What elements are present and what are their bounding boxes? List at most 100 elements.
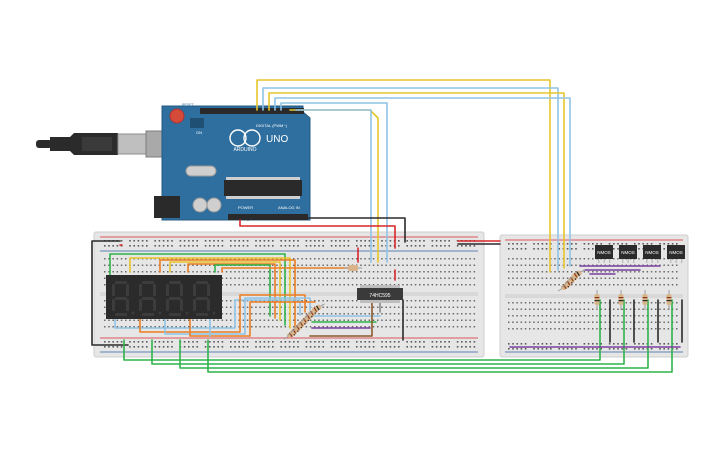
resistor[interactable] [344, 265, 362, 271]
nmos-transistor[interactable]: NMOS [643, 245, 661, 263]
breadboard-hole [465, 245, 467, 247]
breadboard-hole [297, 277, 299, 279]
wire-yellow[interactable] [268, 92, 565, 269]
breadboard-hole [473, 319, 476, 321]
display-digit [193, 281, 216, 316]
wire-brown[interactable] [309, 299, 373, 337]
breadboard-hole [579, 302, 581, 304]
reset-button[interactable] [169, 108, 185, 124]
wire-green[interactable] [151, 299, 625, 365]
wire-green[interactable] [179, 299, 649, 369]
breadboard-hole [545, 243, 548, 245]
breadboard-hole [659, 277, 661, 279]
nmos-transistor[interactable]: NMOS [667, 245, 685, 263]
breadboard-hole [604, 302, 607, 304]
breadboard-hole [435, 240, 438, 242]
nmos-transistor[interactable]: NMOS [595, 245, 613, 263]
wire-blue[interactable] [262, 87, 559, 271]
breadboard-hole [583, 271, 586, 273]
resistor[interactable] [666, 290, 672, 310]
breadboard-hole [230, 326, 232, 328]
breadboard-hole [423, 277, 425, 279]
nmos-transistor[interactable]: NMOS [619, 245, 637, 263]
shift-register[interactable]: 74HC595 [357, 285, 403, 303]
breadboard-hole [537, 348, 539, 350]
breadboard-hole [621, 271, 623, 273]
chip-pins [360, 285, 400, 303]
breadboard-hole [448, 300, 450, 302]
wire-black[interactable] [91, 240, 129, 346]
resistor[interactable] [568, 269, 586, 281]
breadboard-hole [314, 277, 316, 279]
breadboard-hole [356, 319, 358, 321]
breadboard-hole [642, 243, 644, 245]
breadboard-hole [272, 313, 274, 315]
breadboard-hole [246, 319, 249, 321]
breadboard-hole [667, 284, 670, 286]
breadboard-hole [663, 243, 665, 245]
breadboard-hole [435, 300, 438, 302]
wire-blue[interactable] [280, 102, 388, 263]
breadboard-hole [562, 302, 565, 304]
breadboard-hole [377, 264, 379, 266]
breadboard-hole [221, 313, 224, 315]
breadboard-hole [508, 328, 510, 330]
breadboard-hole [625, 302, 628, 304]
wire-yellow[interactable] [256, 79, 551, 273]
breadboard-hole [659, 243, 661, 245]
wire-blue[interactable] [164, 297, 311, 335]
resistor[interactable] [308, 303, 325, 315]
breadboard-hole [625, 284, 628, 286]
breadboard-hole [516, 271, 518, 273]
display-decimal-point [131, 311, 135, 315]
breadboard-hole [533, 302, 535, 304]
wire-orange[interactable] [189, 301, 316, 337]
breadboard-hole [335, 258, 337, 260]
breadboard-hole [158, 240, 161, 242]
breadboard-hole [305, 341, 308, 343]
wire-blue[interactable] [274, 97, 571, 267]
breadboard-hole [339, 319, 341, 321]
breadboard-hole [575, 243, 577, 245]
breadboard-hole [234, 245, 236, 247]
breadboard-hole [255, 271, 257, 273]
wire-yellow[interactable] [129, 257, 291, 329]
wire-red[interactable] [239, 219, 396, 249]
wire-orange[interactable] [187, 263, 276, 319]
breadboard-hole [452, 306, 455, 308]
breadboard-hole [293, 319, 295, 321]
wire-green[interactable] [214, 264, 271, 317]
breadboard-hole [587, 248, 590, 250]
breadboard-hole [663, 302, 665, 304]
seven-segment-display[interactable] [106, 275, 222, 319]
breadboard-hole [566, 328, 569, 330]
breadboard-hole [335, 300, 337, 302]
breadboard-hole [314, 326, 316, 328]
breadboard-hole [318, 300, 320, 302]
led-block [190, 118, 204, 128]
wire-black[interactable] [247, 217, 406, 243]
breadboard-hole [188, 240, 190, 242]
breadboard-hole [267, 319, 270, 321]
breadboard-hole [554, 315, 556, 317]
wire-blue[interactable] [295, 109, 372, 263]
breadboard-hole [356, 240, 358, 242]
resistor[interactable] [618, 290, 624, 310]
breadboard-hole [171, 319, 173, 321]
wire-green[interactable] [123, 299, 601, 361]
center-channel [505, 294, 683, 298]
breadboard-hole [592, 328, 594, 330]
wire-green[interactable] [207, 299, 673, 373]
breadboard-hole [356, 306, 358, 308]
arduino-uno[interactable]: ARDUINO UNO DIGITAL (PWM~) POWER ANALOG … [154, 103, 311, 221]
breadboard-hole [512, 302, 514, 304]
wire-green[interactable] [109, 253, 286, 326]
breadboard-hole [541, 248, 544, 250]
breadboard-hole [558, 315, 560, 317]
breadboard-hole [263, 326, 266, 328]
resistor[interactable] [642, 290, 648, 310]
resistor[interactable] [594, 290, 600, 310]
breadboard-hole [204, 341, 207, 343]
breadboard-hole [393, 346, 396, 348]
wire-yellow[interactable] [169, 261, 281, 321]
